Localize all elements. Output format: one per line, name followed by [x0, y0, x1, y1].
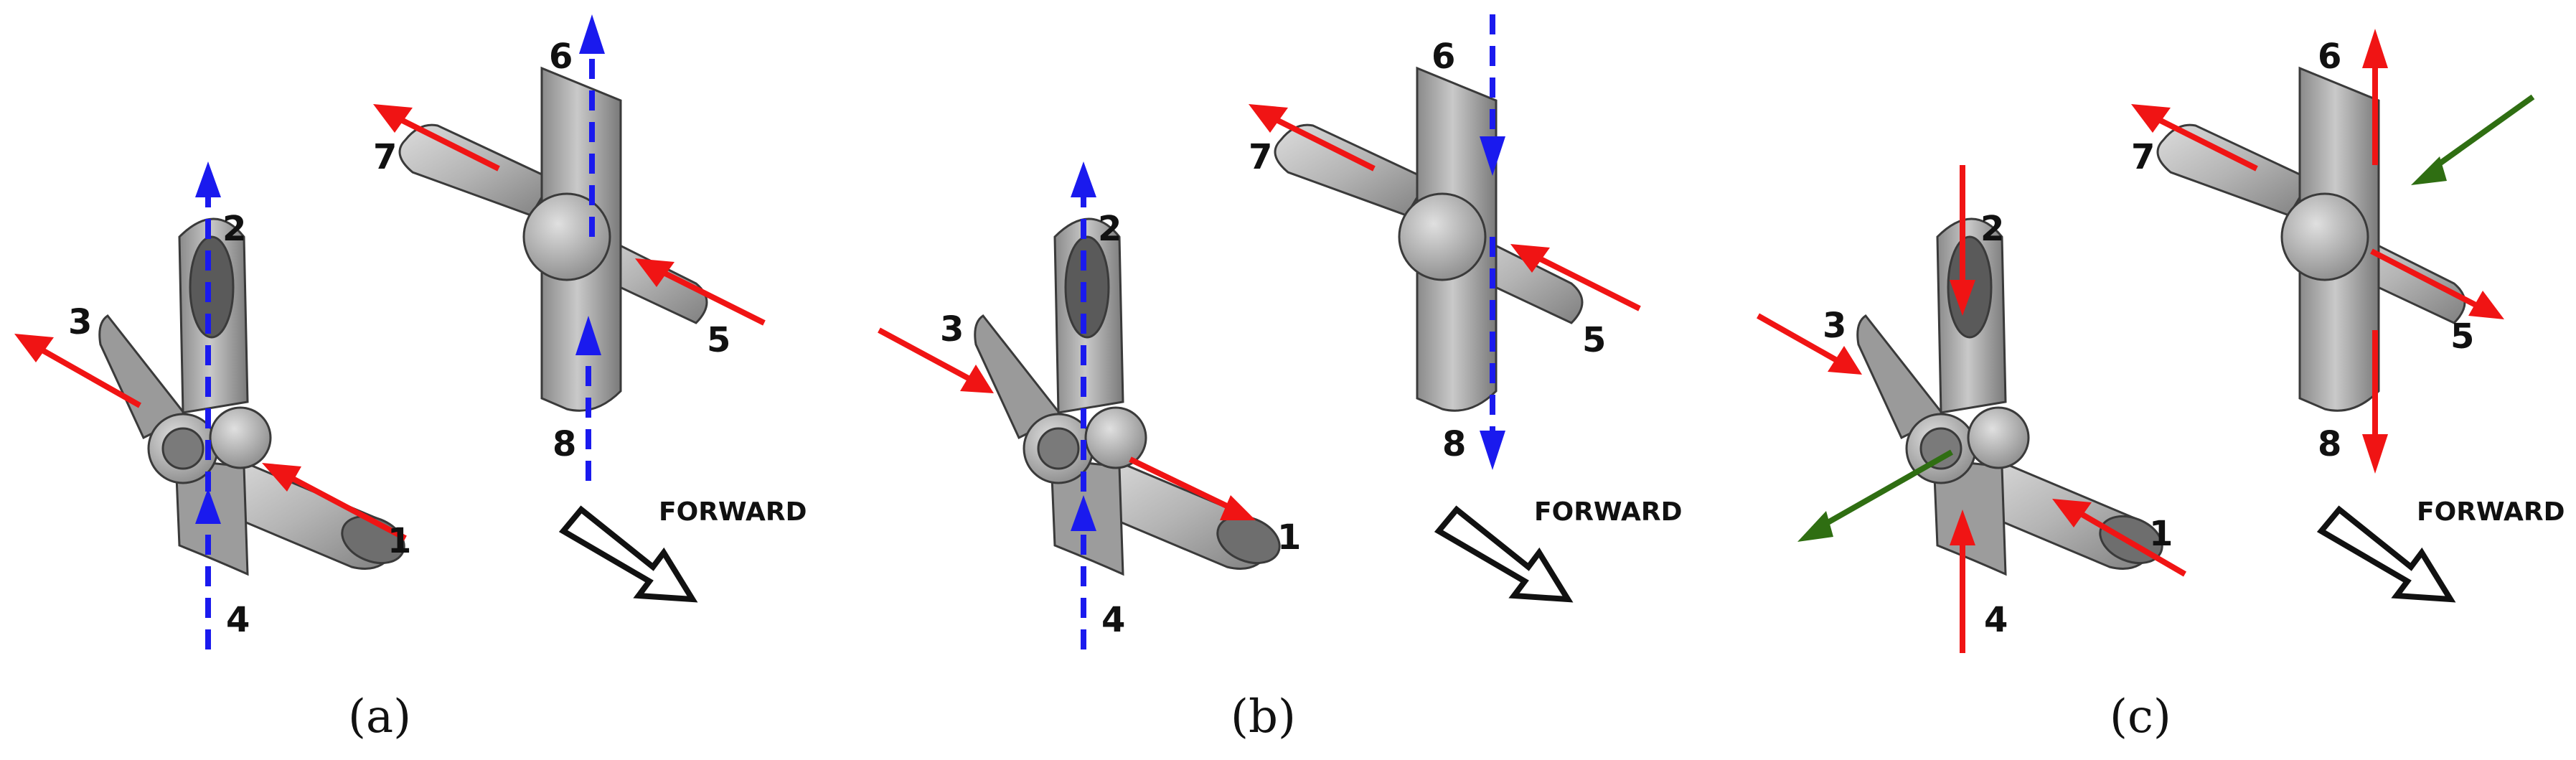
thruster-label-1: 1 — [387, 521, 411, 561]
thruster-label-4: 4 — [226, 600, 250, 640]
thruster-label-6: 6 — [2318, 37, 2341, 77]
thruster-label-4: 4 — [1984, 600, 2008, 640]
thruster-label-2: 2 — [222, 209, 246, 249]
rear-thruster-body — [398, 66, 708, 412]
rear-thruster-body — [1274, 66, 1584, 412]
forward-label: FORWARD — [2417, 497, 2565, 527]
thruster-label-5: 5 — [1582, 320, 1606, 360]
panel-caption: (b) — [1231, 690, 1296, 743]
thruster-label-3: 3 — [940, 309, 964, 349]
thruster-label-7: 7 — [373, 137, 397, 177]
thrust-arrows — [1757, 29, 2535, 653]
thruster-label-7: 7 — [1249, 137, 1272, 177]
forward-label: FORWARD — [1534, 497, 1682, 527]
panel-b: FORWARD 1 2 3 4 5 6 7 8 (b) — [878, 14, 1682, 743]
thruster-label-8: 8 — [1442, 424, 1466, 464]
thruster-label-4: 4 — [1101, 600, 1125, 640]
forward-arrow-icon — [2316, 505, 2456, 603]
forward-arrow-icon — [1434, 505, 1574, 603]
thruster-label-1: 1 — [2149, 514, 2173, 554]
thruster-label-8: 8 — [2318, 424, 2341, 464]
front-thruster-body — [98, 217, 405, 576]
panel-caption: (a) — [348, 690, 411, 743]
thrust-arrows — [14, 14, 766, 649]
thruster-label-3: 3 — [1823, 306, 1846, 346]
thruster-label-3: 3 — [68, 302, 92, 342]
panel-c: FORWARD 1 2 3 4 5 6 — [1757, 29, 2565, 743]
panel-caption: (c) — [2110, 690, 2171, 743]
rear-thruster-body — [2156, 66, 2466, 412]
front-thruster-body — [1856, 217, 2163, 576]
thruster-label-6: 6 — [549, 37, 573, 77]
thrust-arrows — [878, 14, 1641, 649]
thruster-label-2: 2 — [1098, 209, 1122, 249]
panel-a: FORWARD 1 2 3 4 5 6 7 8 (a) — [14, 14, 807, 743]
thruster-label-6: 6 — [1432, 37, 1455, 77]
thruster-label-5: 5 — [707, 320, 730, 360]
thruster-label-2: 2 — [1980, 209, 2004, 249]
thruster-label-7: 7 — [2131, 137, 2155, 177]
thruster-label-8: 8 — [553, 424, 576, 464]
thruster-label-1: 1 — [1277, 517, 1301, 558]
forward-label: FORWARD — [659, 497, 807, 527]
front-thruster-body — [974, 217, 1281, 576]
forward-arrow-icon — [558, 505, 698, 603]
thruster-label-5: 5 — [2450, 316, 2474, 357]
